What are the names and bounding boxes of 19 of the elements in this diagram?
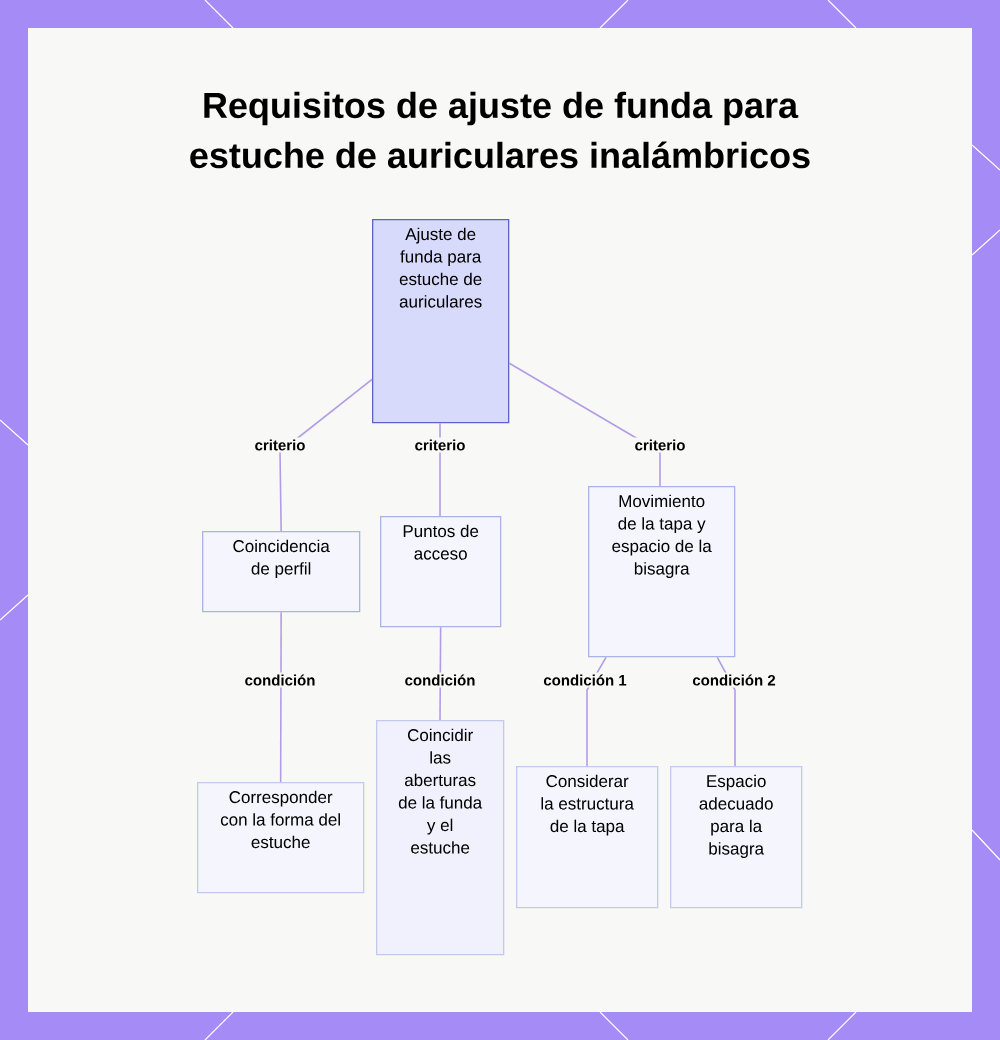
edge-label: criterio <box>252 437 308 453</box>
process-box: Considerar la estructura de la tapa <box>516 766 659 909</box>
edge-label: criterio <box>412 437 468 453</box>
edge-label: criterio <box>632 437 688 453</box>
process-box: Movimiento de la tapa y espacio de la bisagra <box>588 486 736 658</box>
process-box: Puntos de acceso <box>380 516 502 628</box>
connector-line <box>716 656 736 767</box>
connector-line <box>279 611 282 783</box>
edge-label: condición <box>402 672 478 688</box>
process-box: Ajuste de funda para estuche de auriculares <box>372 219 510 424</box>
edge-label: condición 2 <box>690 672 778 688</box>
edge-label: condición <box>242 672 318 688</box>
edge-label: condición 1 <box>541 672 629 688</box>
process-box: Espacio adecuado para la bisagra <box>670 766 803 909</box>
title: Requisitos de ajuste de funda para estuche de auriculares inalámbricos <box>190 91 810 169</box>
process-box: Coincidir las aberturas de la funda y el estuche <box>376 720 505 956</box>
process-box: Corresponder con la forma del estuche <box>197 782 365 894</box>
connector-line <box>279 378 373 532</box>
process-box: Coincidencia de perfil <box>202 531 361 613</box>
